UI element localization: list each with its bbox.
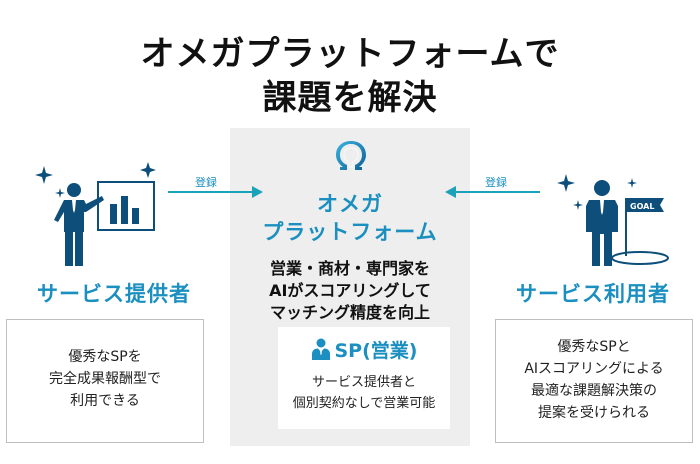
right-heading: サービス利用者 — [516, 282, 670, 306]
goal-person-icon — [586, 180, 618, 266]
left-description-line: 利用できる — [70, 393, 140, 409]
right-description-line: 優秀なSPと — [557, 339, 631, 355]
bar-chart-icon — [110, 196, 139, 224]
left-arrow-label: 登録 — [195, 176, 217, 189]
omega-description-line: AIがスコアリングして — [269, 281, 431, 300]
left-description-line: 優秀なSPを — [68, 349, 142, 365]
sp-card — [278, 327, 450, 429]
sp-card-title-text: SP(営業) — [334, 340, 418, 362]
arrow-left-icon — [445, 186, 540, 198]
page-title-line2: 課題を解決 — [262, 78, 438, 118]
presenter-illustration — [35, 162, 156, 266]
left-description-box — [6, 319, 204, 443]
right-description: 優秀なSPと AIスコアリングによる 最適な課題解決策の 提案を受けられる — [495, 336, 693, 424]
sp-card-description-line: サービス提供者と — [311, 375, 416, 390]
omega-name-line1: オメガ — [317, 192, 383, 216]
omega-description: 営業・商材・専門家を AIがスコアリングして マッチング精度を向上 — [230, 258, 470, 324]
sparkle-icon — [35, 162, 156, 198]
goal-illustration: GOAL — [557, 174, 669, 266]
goal-flag-label: GOAL — [630, 202, 654, 211]
sp-card-description-line: 個別契約なしで営業可能 — [292, 396, 436, 411]
right-arrow-label: 登録 — [485, 176, 507, 189]
goal-flag-icon: GOAL — [611, 198, 669, 265]
right-description-line: AIスコアリングによる — [524, 361, 664, 377]
arrow-right-icon — [168, 186, 263, 198]
right-description-box — [495, 319, 693, 443]
omega-name-line2: プラットフォーム — [262, 220, 438, 244]
sp-card-description: サービス提供者と 個別契約なしで営業可能 — [278, 372, 450, 414]
page-title-line1: オメガプラットフォームで — [140, 34, 560, 74]
sp-card-title: SP(営業) — [278, 338, 450, 364]
omega-description-line: マッチング精度を向上 — [269, 303, 430, 322]
right-description-line: 提案を受けられる — [538, 405, 650, 421]
left-description: 優秀なSPを 完全成果報酬型で 利用できる — [6, 346, 204, 412]
left-description-line: 完全成果報酬型で — [49, 371, 161, 387]
omega-description-line: 営業・商材・専門家を — [269, 259, 430, 278]
person-icon — [311, 338, 330, 360]
right-description-line: 最適な課題解決策の — [531, 383, 657, 399]
omega-logo-icon — [336, 141, 366, 170]
sparkle-icon — [557, 174, 637, 210]
left-heading: サービス提供者 — [37, 282, 191, 306]
